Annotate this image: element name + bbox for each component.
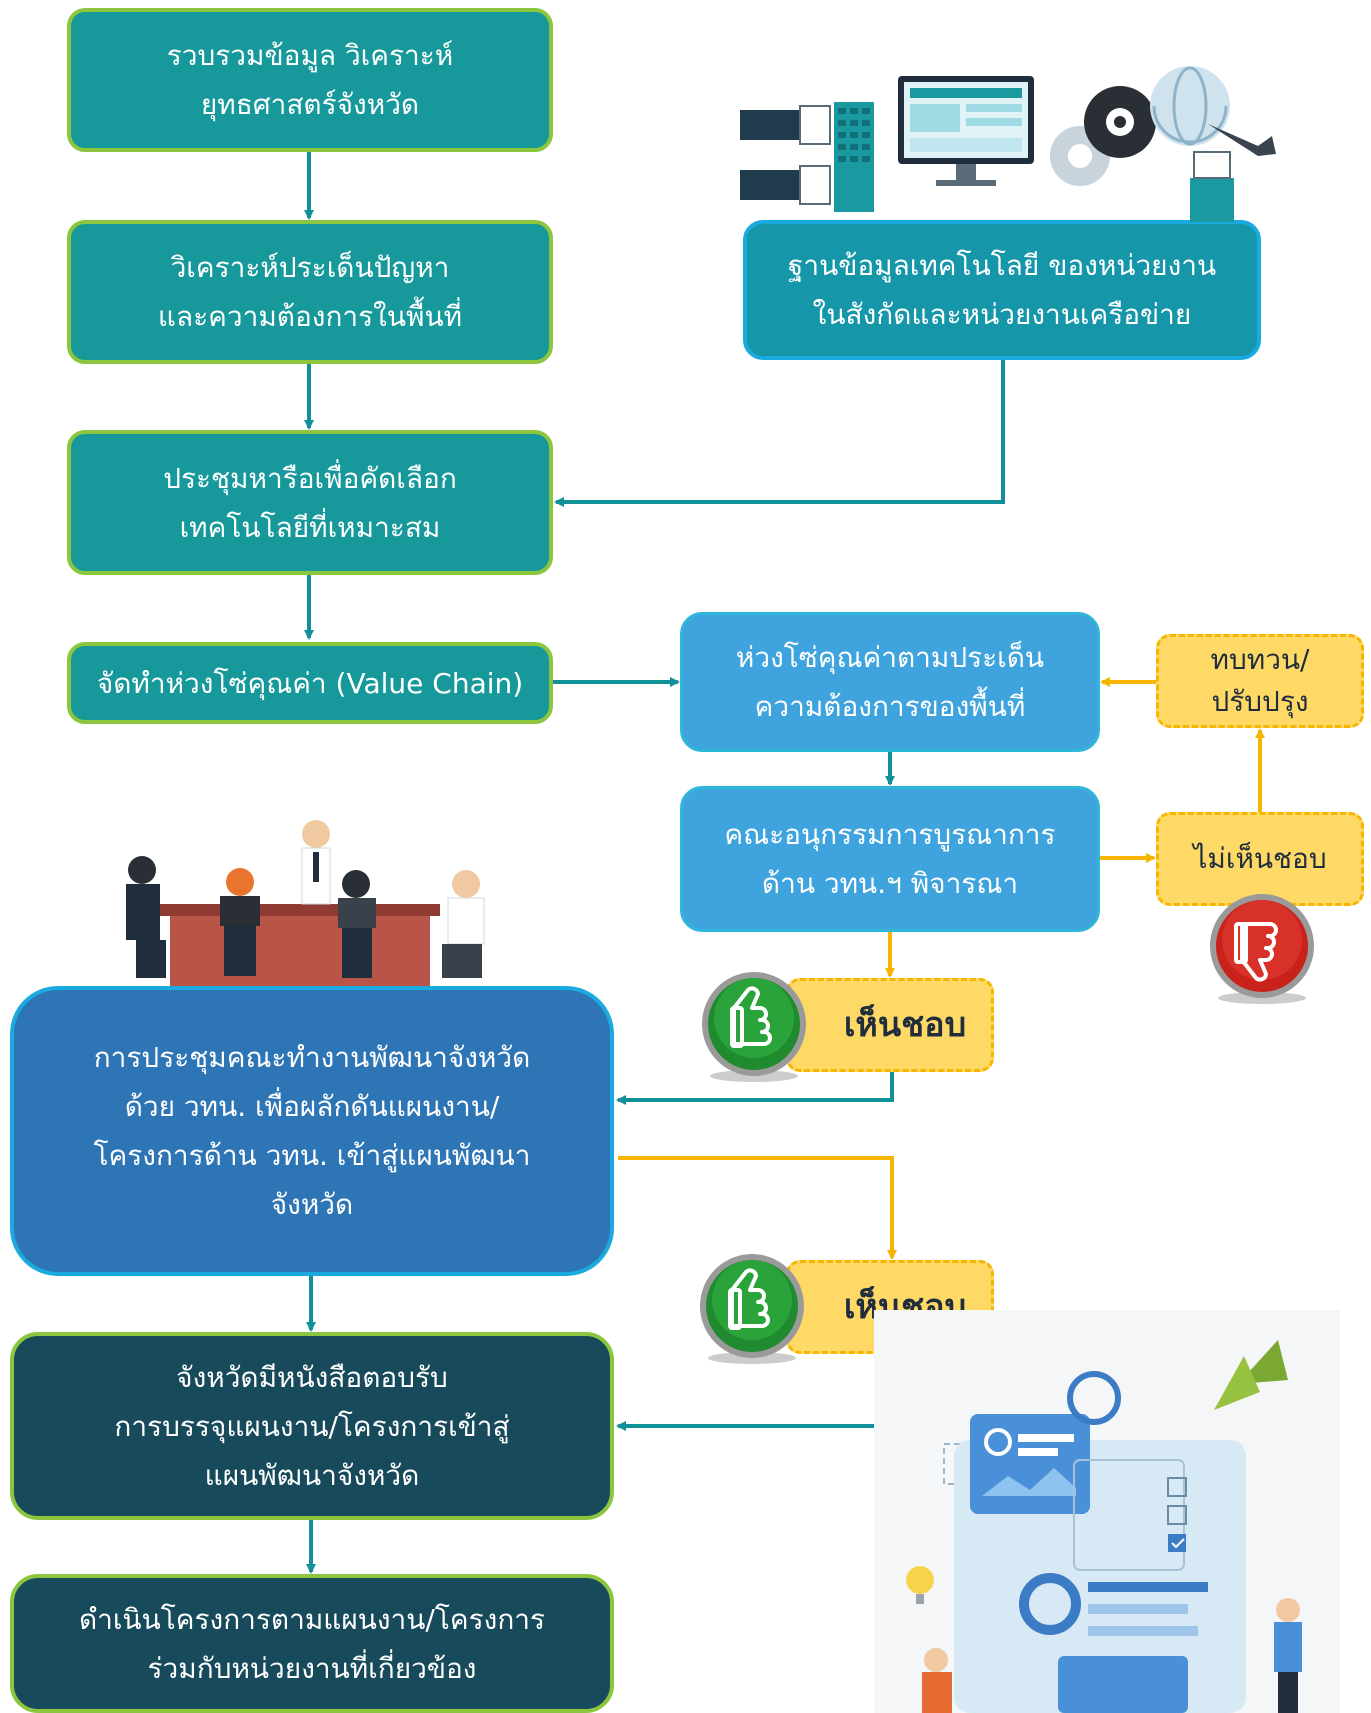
dashboard-illustration: [874, 1310, 1340, 1713]
arrow-techdb-s3: [554, 360, 1005, 507]
agree-box-1: เห็นชอบ: [786, 978, 994, 1072]
step-collect-analyze: รวบรวมข้อมูล วิเคราะห์ยุทธศาสตร์จังหวัด: [67, 8, 553, 152]
arrow-meeting-agree2: [618, 1156, 897, 1260]
value-chain-issue-box: ห่วงโซ่คุณค่าตามประเด็นความต้องการของพื้…: [680, 612, 1100, 752]
technology-illustration: [740, 66, 1276, 222]
team-meeting-illustration: [126, 820, 485, 986]
disagree-box: ไม่เห็นชอบ: [1156, 812, 1364, 906]
step-select-technology: ประชุมหารือเพื่อคัดเลือกเทคโนโลยีที่เหมา…: [67, 430, 553, 575]
step-analyze-issues: วิเคราะห์ประเด็นปัญหาและความต้องการในพื้…: [67, 220, 553, 364]
review-box: ทบทวน/ปรับปรุง: [1156, 634, 1364, 728]
committee-box: คณะอนุกรรมการบูรณาการด้าน วทน.ฯ พิจารณา: [680, 786, 1100, 932]
thumbs-up-icon: [702, 972, 806, 1082]
thumbs-down-icon: [1210, 894, 1314, 1004]
technology-database-box: ฐานข้อมูลเทคโนโลยี ของหน่วยงานในสังกัดแล…: [743, 220, 1261, 360]
step-value-chain: จัดทำห่วงโซ่คุณค่า (Value Chain): [67, 642, 553, 724]
arrow-agree1-meeting: [616, 1072, 894, 1105]
provincial-meeting-box: การประชุมคณะทำงานพัฒนาจังหวัดด้วย วทน. เ…: [10, 986, 614, 1276]
implement-projects-box: ดำเนินโครงการตามแผนงาน/โครงการร่วมกับหน่…: [10, 1574, 614, 1713]
thumbs-up-icon: [700, 1254, 804, 1364]
province-acceptance-box: จังหวัดมีหนังสือตอบรับการบรรจุแผนงาน/โคร…: [10, 1332, 614, 1520]
